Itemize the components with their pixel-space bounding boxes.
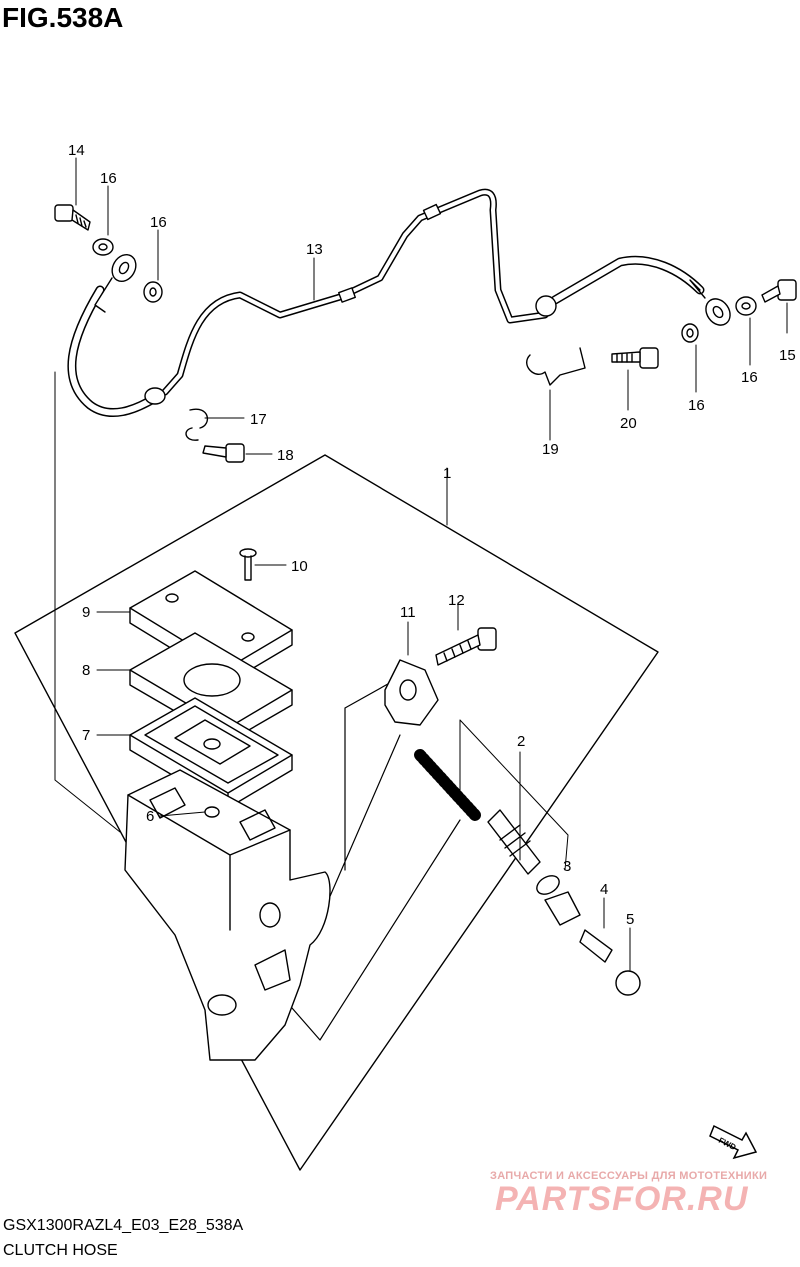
clamp-17 bbox=[185, 408, 209, 441]
inner-outline bbox=[284, 679, 461, 1041]
callouts: 14 16 16 13 15 16 16 20 19 17 18 1 10 11… bbox=[68, 142, 796, 928]
callout-13: 13 bbox=[306, 241, 323, 258]
callout-4: 4 bbox=[600, 881, 608, 898]
callout-8: 8 bbox=[82, 662, 90, 679]
callout-16: 16 bbox=[741, 369, 758, 386]
fwd-arrow: FWD bbox=[709, 1124, 758, 1160]
watermark-logo: PARTSFOR.RU bbox=[495, 1180, 749, 1218]
callout-5: 5 bbox=[626, 911, 634, 928]
leader-lines bbox=[54, 157, 788, 971]
union-bolt-15 bbox=[761, 279, 797, 303]
washers bbox=[92, 238, 757, 343]
callout-9: 9 bbox=[82, 604, 90, 621]
clamp-holder-11 bbox=[384, 659, 439, 726]
callout-3: 3 bbox=[563, 858, 571, 875]
callout-16: 16 bbox=[688, 397, 705, 414]
bolt-18 bbox=[202, 443, 245, 463]
clamp-19 bbox=[526, 347, 586, 386]
model-code: GSX1300RAZL4_E03_E28_538A bbox=[3, 1217, 244, 1234]
assembly-outline bbox=[14, 454, 659, 1171]
callout-15: 15 bbox=[779, 347, 796, 364]
screw-6 bbox=[204, 806, 220, 818]
callout-18: 18 bbox=[277, 447, 294, 464]
boot bbox=[544, 891, 581, 926]
callout-7: 7 bbox=[82, 727, 90, 744]
callout-10: 10 bbox=[291, 558, 308, 575]
section-name: CLUTCH HOSE bbox=[3, 1242, 118, 1259]
callout-12: 12 bbox=[448, 592, 465, 609]
bolt-20 bbox=[611, 347, 659, 369]
callout-20: 20 bbox=[620, 415, 637, 432]
screw-10 bbox=[239, 548, 257, 581]
watermark-tagline: ЗАПЧАСТИ И АКСЕССУАРЫ ДЛЯ МОТОТЕХНИКИ bbox=[490, 1170, 768, 1182]
callout-1: 1 bbox=[443, 465, 451, 482]
piston-spring-2 bbox=[414, 749, 541, 875]
callout-17: 17 bbox=[250, 411, 267, 428]
master-cylinder-body bbox=[124, 769, 331, 1061]
circlip-3 bbox=[536, 875, 560, 895]
callout-16: 16 bbox=[150, 214, 167, 231]
union-bolt-14 bbox=[54, 204, 91, 231]
callout-14: 14 bbox=[68, 142, 85, 159]
callout-19: 19 bbox=[542, 441, 559, 458]
callout-16: 16 bbox=[100, 170, 117, 187]
callout-6: 6 bbox=[146, 808, 154, 825]
callout-11: 11 bbox=[400, 604, 416, 621]
bushing-5 bbox=[615, 970, 641, 996]
push-rod-4 bbox=[579, 929, 613, 963]
clutch-hose bbox=[67, 188, 731, 418]
callout-2: 2 bbox=[517, 733, 525, 750]
bolt-12 bbox=[435, 627, 497, 666]
figure-title: FIG.538A bbox=[2, 2, 124, 33]
